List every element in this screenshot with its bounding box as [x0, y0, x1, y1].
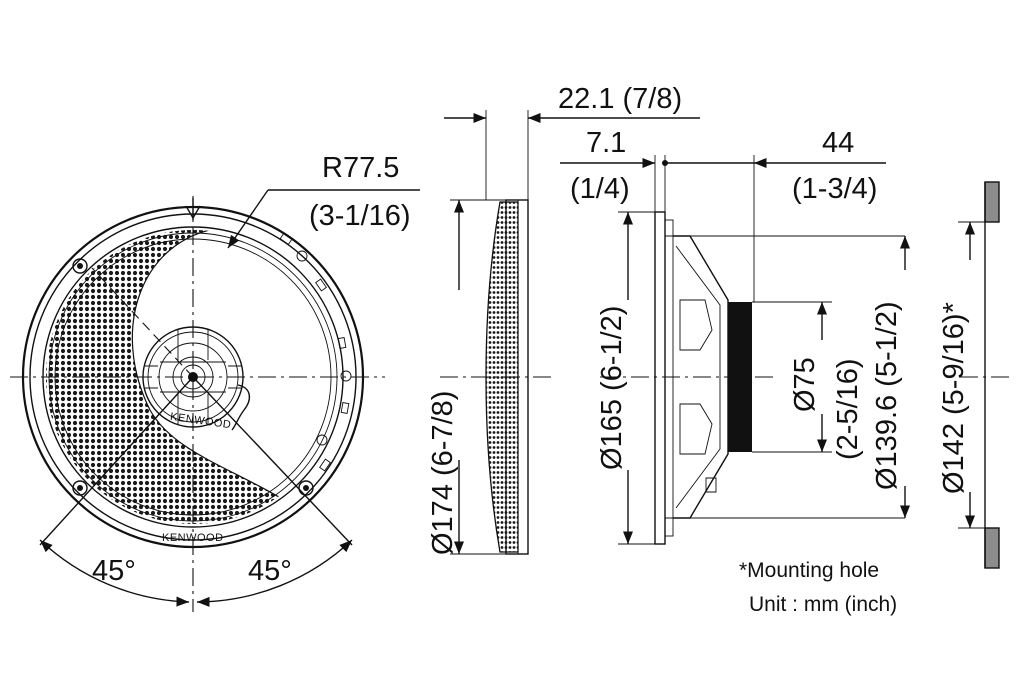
panel-wall-bottom [984, 527, 1000, 569]
grille-mesh [46, 230, 302, 524]
mounting-hole-view: Ø142 (5-9/16)* [938, 181, 1010, 569]
motor-depth-in-label: (1-3/4) [792, 173, 877, 205]
angle-right-label: 45° [248, 555, 292, 587]
radius-mm-label: R77.5 [322, 152, 399, 184]
grille-side-view: 22.1 (7/8) Ø174 (6-7/8) [427, 83, 700, 555]
magnet-diameter-in-label: (2-5/16) [832, 358, 864, 460]
screw-hole [72, 258, 88, 274]
tweeter-hub: KENWOOD [142, 326, 251, 431]
flange-depth-in-label: (1/4) [570, 173, 630, 205]
mounting-hole-diameter-label: Ø142 (5-9/16)* [938, 302, 970, 494]
magnet-diameter-mm-label: Ø75 [789, 357, 821, 412]
angle-arc-right [196, 539, 353, 607]
total-depth-label: 22.1 (7/8) [558, 83, 682, 115]
cone-diameter-label: Ø139.6 (5-1/2) [871, 301, 903, 490]
radius-in-label: (3-1/16) [309, 200, 411, 232]
front-view: KENWOOD KENWOOD R77.5 (3-1/16) 45° 45° [10, 152, 420, 612]
hub-brand-label: KENWOOD [169, 411, 232, 431]
flange-depth-mm-label: 7.1 [586, 127, 626, 159]
unit-note: Unit : mm (inch) [749, 593, 897, 616]
screw-hole [298, 480, 314, 496]
mounting-hole-note: *Mounting hole [739, 559, 879, 582]
basket-diameter-label: Ø165 (6-1/2) [596, 306, 628, 470]
outer-diameter-label: Ø174 (6-7/8) [427, 391, 459, 555]
panel-wall-top [984, 181, 1000, 223]
speaker-side-view: 7.1 (1/4) 44 (1-3/4) Ø165 (6-1/2) Ø75 (2… [560, 127, 911, 545]
angle-left-label: 45° [92, 555, 136, 587]
motor-depth-mm-label: 44 [822, 127, 854, 159]
screw-hole [72, 480, 88, 496]
angle-arc-left [39, 539, 190, 607]
